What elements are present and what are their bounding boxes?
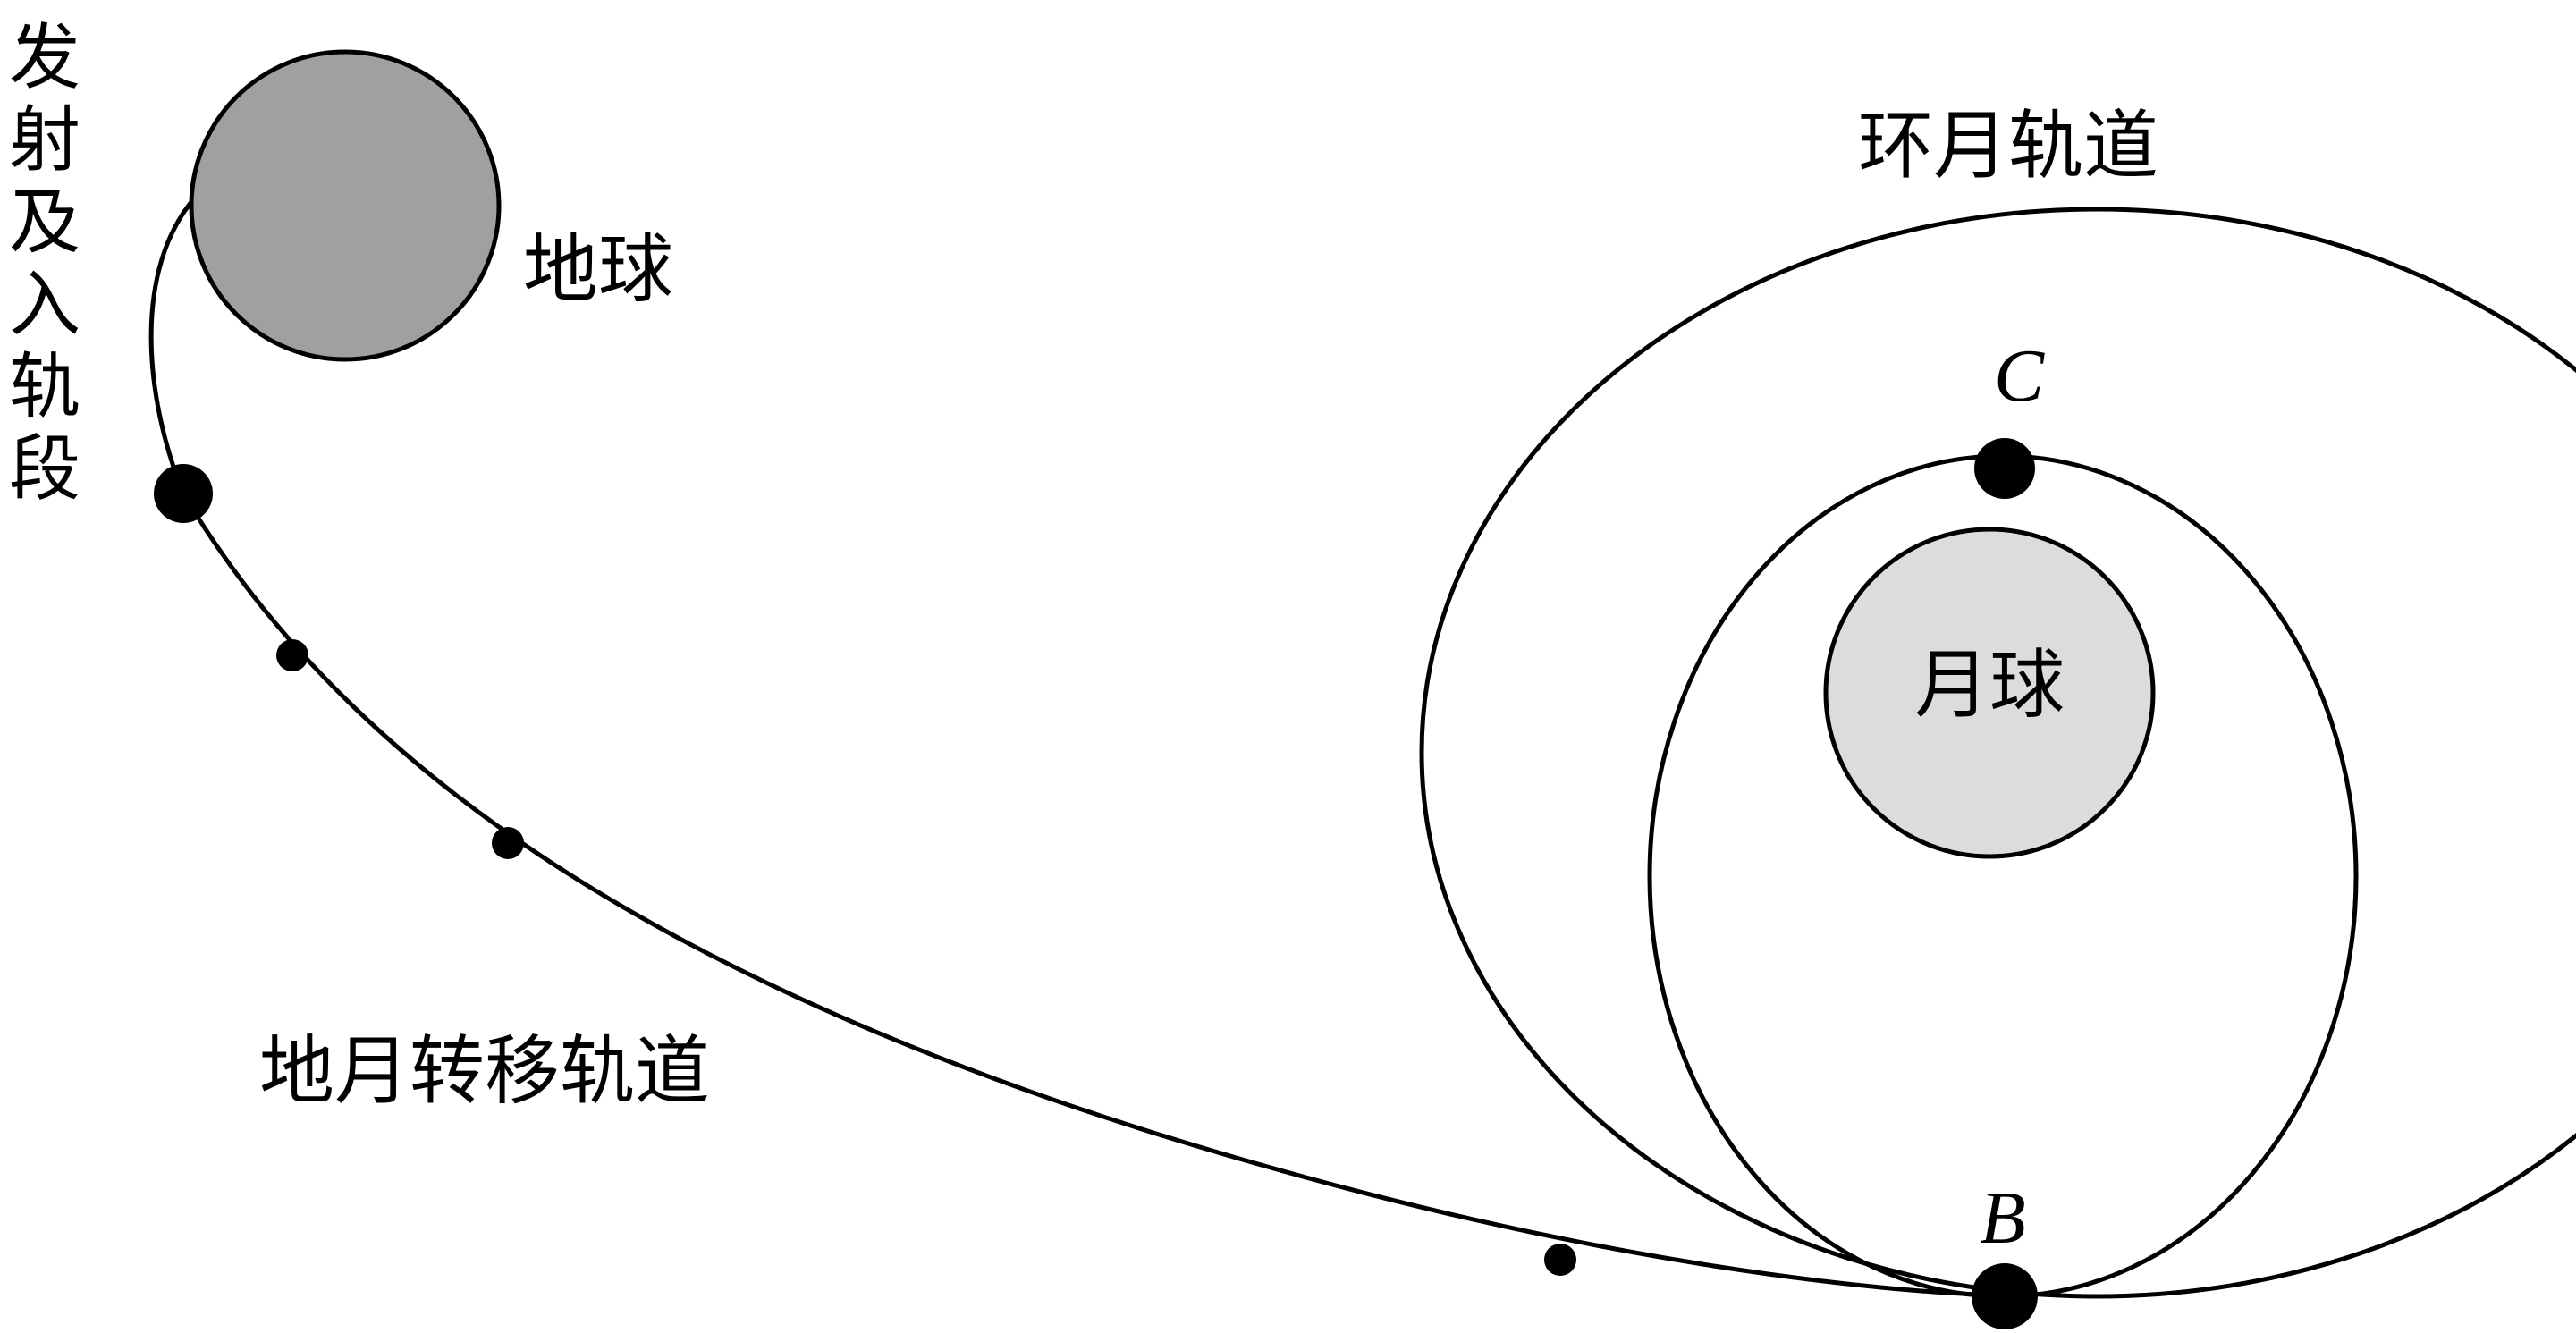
point-c-label: C	[1994, 334, 2045, 418]
launch-label-char-4: 入	[9, 263, 80, 346]
launch-label-char-6: 段	[9, 427, 80, 510]
launch-label-char-3: 及	[9, 181, 80, 264]
point-b-dot	[1972, 1263, 2038, 1329]
point-b-label: B	[1980, 1177, 2025, 1260]
trajectory-dot-1	[276, 639, 308, 671]
moon	[1823, 527, 2156, 859]
launch-label-char-2: 射	[9, 98, 80, 181]
launch-label-char-1: 发	[9, 16, 80, 99]
trajectory-dot-3	[1544, 1244, 1576, 1276]
outer-lunar-orbit	[1419, 207, 2576, 1299]
point-c-dot	[1974, 438, 2035, 499]
trajectory-dot-2	[492, 827, 524, 859]
moon-label: 月球	[1914, 641, 2065, 729]
transfer-orbit-path	[181, 492, 2004, 1298]
launch-segment-label: 发 射 及 入 轨 段	[9, 16, 80, 510]
lunar-orbit-label: 环月轨道	[1858, 102, 2158, 190]
transfer-orbit-label: 地月转移轨道	[259, 1027, 710, 1115]
insertion-point-dot	[154, 464, 213, 523]
earth-label: 地球	[523, 225, 673, 313]
earth	[189, 49, 502, 362]
launch-arc	[148, 196, 197, 494]
launch-label-char-5: 轨	[9, 345, 80, 428]
